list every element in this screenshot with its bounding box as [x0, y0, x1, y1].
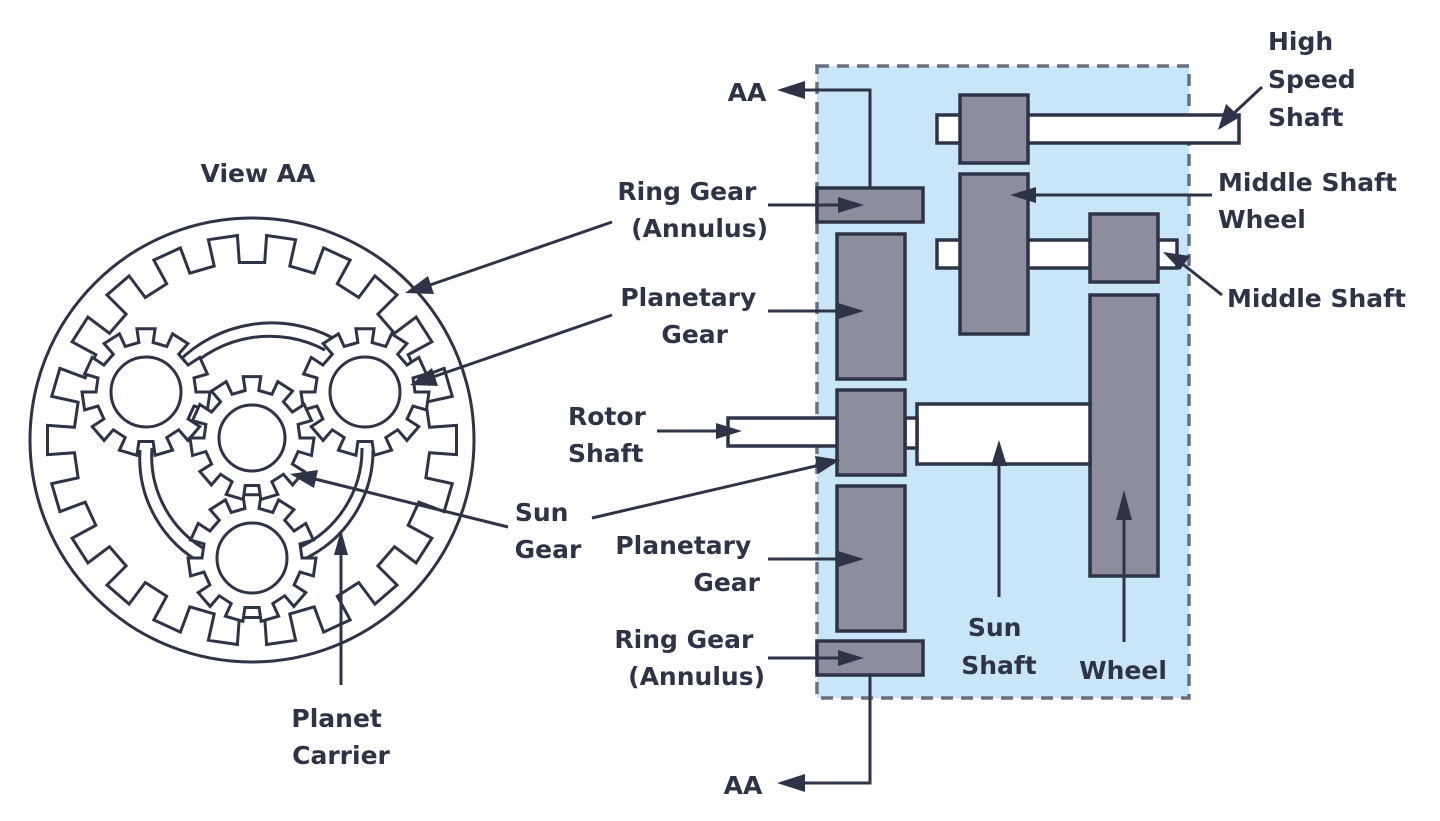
- high-speed-pinion: [958, 93, 1030, 165]
- arrowhead-icon: [1116, 490, 1132, 520]
- sun-gear-leader-right: [591, 463, 821, 520]
- labels: Ring Gear (Annulus) Planetary Gear Rotor…: [515, 27, 1406, 691]
- arrowhead-icon: [815, 456, 840, 474]
- arrowhead-icon: [838, 551, 864, 567]
- leaders: [290, 85, 1264, 666]
- gearbox-section: AA AA: [724, 64, 1241, 800]
- planetary-gear-left-bore: [109, 355, 183, 429]
- view-aa: View AA Planet Carrier: [28, 159, 476, 770]
- ring-gear-view-leader: [429, 220, 613, 287]
- arrowhead-icon: [777, 81, 805, 99]
- arrowhead-icon: [334, 530, 348, 555]
- arrowhead-icon: [991, 440, 1007, 466]
- arrowhead-icon: [716, 423, 742, 439]
- sun-gear-leader-left: [314, 477, 509, 529]
- arrowhead-icon: [410, 368, 438, 386]
- ring-gear-bottom-label: Ring Gear (Annulus): [614, 625, 765, 691]
- high-speed-shaft-leader: [1230, 85, 1264, 117]
- arrowhead-icon: [838, 650, 864, 666]
- planetary-gear-view-leader: [429, 313, 613, 380]
- middle-shaft-pinion: [1088, 212, 1160, 284]
- middle-shaft-wheel-label: Middle Shaft Wheel: [1218, 168, 1406, 234]
- arrowhead-icon: [838, 303, 864, 319]
- planet-carrier-arc-left-inner: [150, 447, 211, 554]
- sun-shaft-label: Sun Shaft: [961, 613, 1037, 680]
- sun-gear-label: Sun Gear: [515, 498, 582, 564]
- middle-shaft-wheel: [958, 172, 1030, 336]
- planetary-gear-bottom-block: [835, 484, 907, 633]
- arrowhead-icon: [290, 470, 318, 488]
- sun-shaft-neck: [903, 416, 919, 450]
- rotor-shaft-label: Rotor Shaft: [568, 402, 655, 468]
- arrowhead-icon: [777, 774, 805, 792]
- ring-gear-top-label: Ring Gear (Annulus): [617, 177, 768, 243]
- view-aa-title: View AA: [201, 159, 317, 188]
- middle-shaft-leader: [1179, 260, 1223, 297]
- arrowhead-icon: [1163, 252, 1190, 270]
- wheel-label: Wheel: [1079, 656, 1167, 685]
- planet-carrier-arc-outer: [176, 321, 334, 364]
- section-line-bottom: [800, 675, 872, 785]
- sun-gear-bore: [217, 403, 287, 473]
- planetary-gear-right-bore: [328, 355, 402, 429]
- sun-gear-block: [835, 388, 907, 477]
- planet-carrier-arc-left: [138, 449, 206, 567]
- rotor-shaft: [726, 416, 840, 448]
- planet-carrier-arc-right: [301, 449, 375, 562]
- high-speed-shaft-label: High Speed Shaft: [1268, 27, 1364, 132]
- arrowhead-icon: [1218, 104, 1240, 130]
- planetary-gear-bottom-bore: [215, 521, 289, 595]
- planetary-gear-top-label: Planetary Gear: [620, 283, 765, 349]
- arrowhead-icon: [405, 276, 434, 294]
- arrowhead-icon: [1010, 187, 1036, 203]
- middle-shaft-label: Middle Shaft: [1227, 284, 1406, 313]
- arrowhead-icon: [838, 197, 864, 213]
- section-line-top: [800, 88, 872, 188]
- section-marker-top: AA: [728, 78, 767, 107]
- section-marker-bottom: AA: [724, 771, 763, 800]
- planet-carrier-label: Planet Carrier: [291, 704, 390, 770]
- planetary-gear-bottom-label: Planetary Gear: [615, 531, 760, 597]
